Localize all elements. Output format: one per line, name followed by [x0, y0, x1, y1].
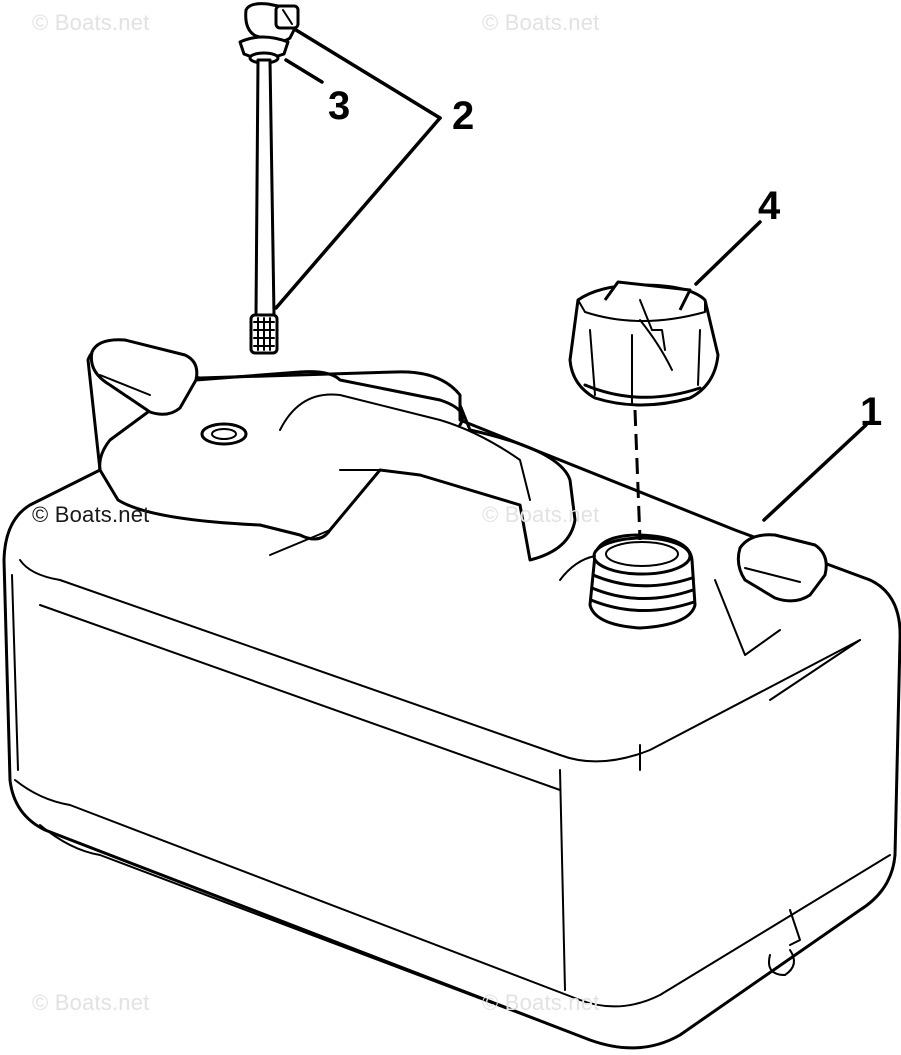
watermark-top-left: © Boats.net — [32, 10, 150, 35]
tank-handle — [89, 338, 828, 656]
callout-label-1: 1 — [860, 390, 883, 434]
callout-label-2: 2 — [452, 94, 475, 138]
filler-cap — [568, 280, 720, 407]
callout-label-4: 4 — [758, 184, 781, 228]
fuel-tank — [2, 347, 901, 1050]
fuel-pickup-assembly — [238, 2, 300, 355]
callout-label-3: 3 — [328, 84, 351, 128]
watermark-mid-right: © Boats.net — [482, 502, 600, 527]
watermark-bottom-right: © Boats.net — [482, 990, 600, 1015]
watermark-top-right: © Boats.net — [482, 10, 600, 35]
watermark-mid-left: © Boats.net — [32, 502, 150, 527]
leader-lines — [274, 28, 868, 522]
watermark-bottom-left: © Boats.net — [32, 990, 150, 1015]
filler-neck — [559, 533, 697, 630]
